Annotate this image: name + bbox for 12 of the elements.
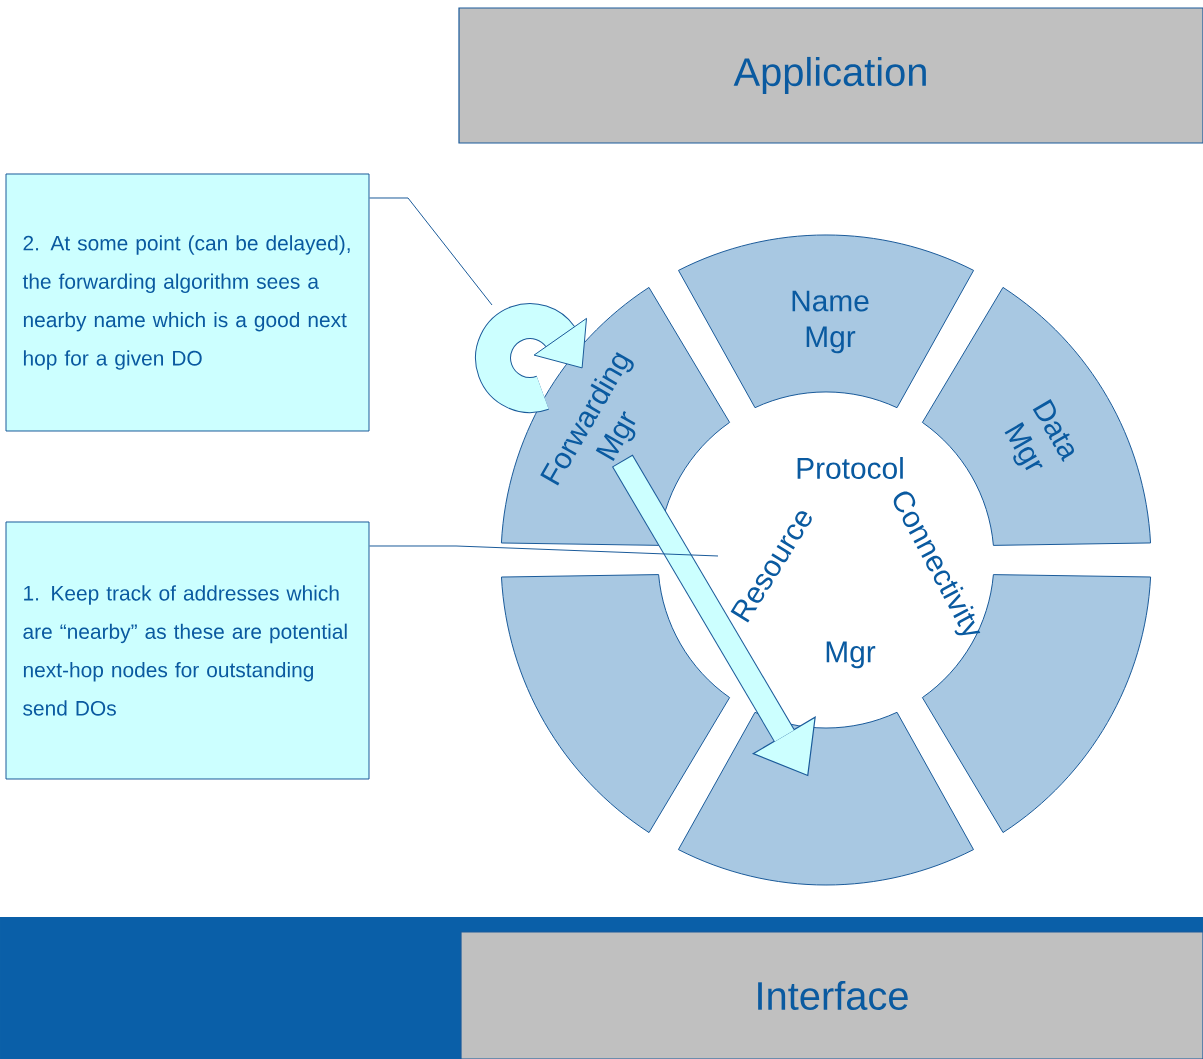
leader-line [369, 545, 719, 557]
block-arrow [611, 454, 816, 777]
ring-segment: Name Mgr [678, 234, 975, 409]
title-box: Application [458, 7, 1203, 144]
ring-segment [677, 711, 974, 886]
segment-label: Protocol [797, 457, 903, 479]
callout-box: 2. At some point (can be delayed), the forwarding algorithm sees a nearby name which is a good next hop for a given DO [5, 173, 370, 432]
segment-label: Mgr [826, 641, 876, 669]
callout-box: 1. Keep track of addresses which are “nearby” as these are potential next-hop nodes for outstanding send DOs [5, 521, 370, 780]
leader-line [369, 197, 493, 306]
ring-segment [500, 574, 731, 834]
title-box: Interface [460, 931, 1203, 1059]
